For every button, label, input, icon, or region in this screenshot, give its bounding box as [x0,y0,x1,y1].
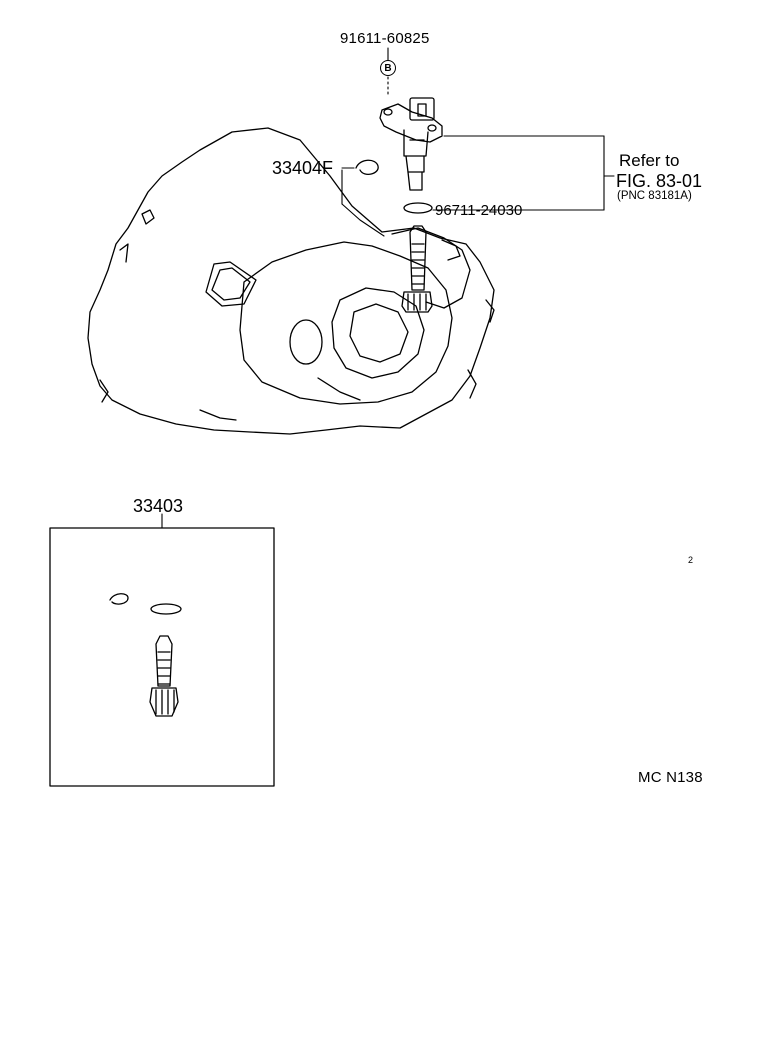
bolt-marker-b: B [380,60,396,76]
driven-gear-kit [150,636,178,716]
clip-part-number: 33404F [272,158,334,178]
o-ring-kit [151,604,181,614]
clip-kit [110,594,128,604]
refer-figure-label: FIG. 83-01 [616,171,703,191]
leader-lines [162,48,614,528]
bolt-part-number: 91611-60825 [340,30,430,47]
kit-part-number: 33403 [133,496,184,516]
refer-to-label: Refer to [619,151,680,170]
o-ring-part-number: 96711-24030 [435,202,523,219]
diagram-code: MC N138 [638,769,703,786]
stray-mark: 2 [688,555,694,565]
transmission-housing [88,128,494,434]
kit-box [50,528,274,786]
refer-pnc-label: (PNC 83181A) [617,190,692,202]
o-ring-top [404,203,432,213]
speed-sensor [380,98,442,190]
driven-gear-top [402,226,432,312]
clip-top [356,160,378,174]
